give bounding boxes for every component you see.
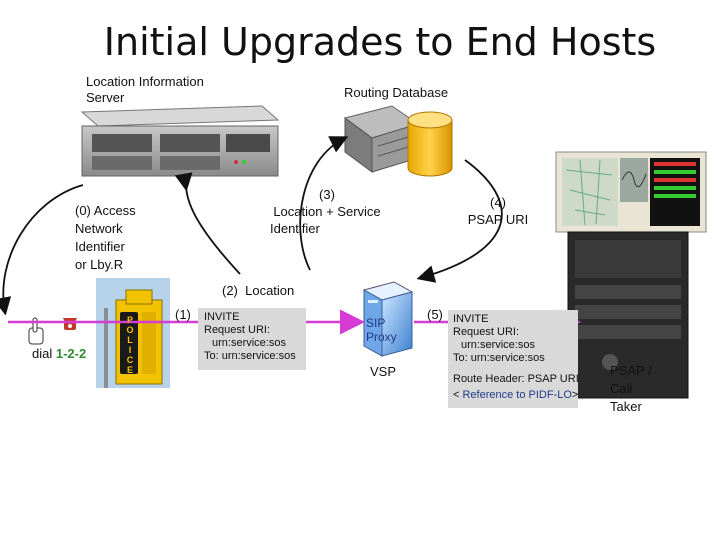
arrow-routing-to-proxy xyxy=(416,159,503,283)
step1-number: (1) xyxy=(175,307,191,322)
invite5-message: INVITE Request URI: urn:service:sos To: … xyxy=(453,313,579,401)
lis-label: Location Information Server xyxy=(86,74,204,105)
booth-letters: P O L I C E xyxy=(126,315,134,375)
psap-label: PSAP / Call Taker xyxy=(610,363,652,414)
step0-label: (0) Access Network Identifier or Lby.R xyxy=(75,203,136,272)
invite1-box xyxy=(198,308,306,370)
lis-server-image xyxy=(80,105,280,177)
routing-database-label: Routing Database xyxy=(344,85,449,100)
sip-proxy-label: SIP Proxy xyxy=(366,316,397,344)
dial-label: dial 1-2-2 xyxy=(32,346,87,361)
invite5-box xyxy=(448,310,578,408)
step5-number: (5) xyxy=(427,307,443,322)
arrow-access-network xyxy=(0,184,84,316)
dial-number: 1-2-2 xyxy=(55,346,87,361)
arrow-proxy-to-routing xyxy=(299,136,349,271)
step3-label: (3) Location + Service Identifier xyxy=(270,187,381,236)
vsp-label: VSP xyxy=(370,364,397,379)
page-title: Initial Upgrades to End Hosts xyxy=(103,20,657,64)
telephone-icon xyxy=(63,318,77,330)
step4-label: (4) PSAP URI xyxy=(467,195,529,227)
sip-proxy-image xyxy=(362,281,414,357)
step2-label: (2) Location xyxy=(222,283,295,298)
arrow-lis-to-phone xyxy=(174,172,241,275)
invite1-message: INVITE Request URI: urn:service:sos To: … xyxy=(204,311,296,362)
pidf-lo-reference: < Reference to PIDF-LO> xyxy=(453,389,579,401)
psap-workstation-image xyxy=(555,151,707,399)
routing-database-image xyxy=(343,105,453,177)
